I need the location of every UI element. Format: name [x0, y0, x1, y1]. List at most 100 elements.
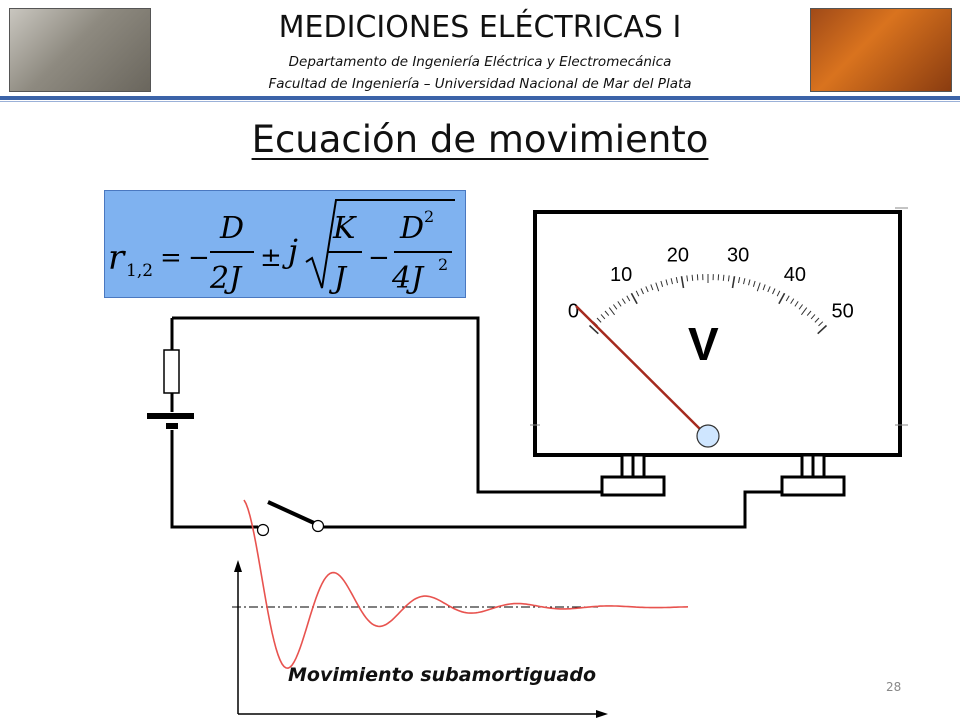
scale-tick — [600, 314, 606, 320]
frac3-denominator-exp: 2 — [438, 255, 448, 274]
meter-needle — [575, 305, 706, 435]
scale-tick — [727, 275, 730, 282]
graph-y-arrow — [234, 560, 242, 572]
underdamped-response-curve — [243, 499, 689, 670]
scale-tick — [748, 279, 751, 286]
meter-scale-labels: 0 10 20 30 40 50 — [568, 245, 854, 323]
frac1-denominator: 2J — [209, 261, 243, 296]
scale-tick — [626, 295, 631, 302]
scale-tick — [778, 292, 786, 305]
scale-tick — [798, 304, 804, 310]
multimeter-photo-right — [810, 8, 952, 92]
needle-pivot — [696, 424, 720, 448]
scale-label: 0 — [568, 301, 579, 323]
meter-scale — [588, 274, 828, 335]
scale-tick — [660, 280, 664, 287]
scale-tick — [722, 274, 725, 281]
scale-tick — [596, 317, 602, 323]
scale-tick — [785, 295, 790, 302]
scale-tick — [731, 276, 736, 289]
scale-tick — [612, 304, 618, 310]
scale-tick — [806, 310, 812, 316]
scale-tick — [817, 324, 828, 335]
scale-tick — [776, 290, 781, 297]
department-subtitle: Departamento de Ingeniería Eléctrica y E… — [288, 54, 672, 70]
formula-lhs-sub: 1,2 — [126, 261, 153, 281]
page-number: 28 — [886, 680, 902, 694]
sqrt-sign — [305, 199, 455, 289]
scale-tick — [801, 307, 808, 316]
scale-tick — [640, 288, 644, 295]
formula-j: j — [282, 232, 298, 270]
slide-title: Ecuación de movimiento — [0, 118, 960, 161]
switch-contact-left — [256, 523, 270, 537]
formula-equals: = — [160, 243, 182, 273]
circuit-wires — [170, 316, 782, 529]
scale-tick — [635, 290, 640, 297]
scale-tick — [738, 277, 741, 284]
scale-tick — [772, 288, 776, 295]
scale-tick — [691, 274, 694, 281]
scale-tick — [608, 307, 615, 316]
slide-title-text: Ecuación de movimiento — [251, 118, 709, 161]
switch-lever — [267, 500, 315, 525]
graph-caption: Movimiento subamortiguado — [288, 664, 597, 686]
frac3-numerator-exp: 2 — [424, 207, 434, 226]
scale-tick — [588, 324, 599, 335]
frac2-denominator: J — [328, 261, 348, 296]
wire-left-bottom — [170, 430, 258, 529]
scale-tick — [604, 310, 610, 316]
switch-contact-right — [311, 519, 325, 533]
formula-plusminus: ± — [260, 243, 282, 273]
scale-tick — [752, 280, 756, 287]
scale-label: 40 — [784, 264, 806, 286]
scale-tick — [810, 314, 816, 320]
scale-label: 10 — [610, 264, 632, 286]
faculty-subtitle: Facultad de Ingeniería – Universidad Nac… — [268, 76, 692, 92]
scale-tick — [767, 286, 771, 293]
terminal-right — [780, 475, 846, 497]
multimeter-photo-left — [9, 8, 151, 92]
graph-x-arrow — [596, 710, 608, 718]
scale-tick — [790, 298, 795, 304]
frac3-denominator: 4J — [391, 261, 425, 296]
scale-tick — [814, 317, 820, 323]
scale-tick — [630, 292, 638, 305]
scale-tick — [655, 282, 660, 292]
frac1-numerator: D — [219, 211, 244, 246]
scale-tick — [675, 277, 678, 284]
scale-tick — [621, 298, 626, 304]
scale-tick — [756, 282, 761, 292]
header-rule-thin — [0, 101, 960, 102]
scale-tick — [680, 276, 685, 289]
scale-label: 50 — [831, 301, 853, 323]
scale-tick — [617, 301, 622, 307]
formula-minus: − — [188, 243, 210, 273]
meter-housing — [533, 210, 902, 457]
formula-expression: r 1,2 = − D 2J ± j K J − D 2 4J 2 — [108, 199, 455, 296]
resistor — [163, 349, 180, 394]
formula-lhs: r — [108, 238, 126, 278]
frac2-numerator: K — [332, 211, 357, 246]
scale-label: 30 — [727, 245, 749, 267]
scale-label: 20 — [667, 245, 689, 267]
header-rule — [0, 96, 960, 100]
wire-top-to-terminal — [172, 316, 602, 494]
wire-switch-to-terminal — [322, 490, 782, 529]
scale-tick — [762, 284, 766, 291]
course-title: MEDICIONES ELÉCTRICAS I — [278, 10, 682, 45]
scale-tick — [670, 278, 673, 285]
unit-symbol: V — [688, 318, 719, 370]
scale-tick — [645, 286, 649, 293]
formula-box — [104, 190, 466, 298]
scale-tick — [818, 321, 824, 327]
scale-tick — [665, 279, 668, 286]
scale-tick — [743, 278, 746, 285]
terminal-left — [600, 475, 666, 497]
scale-tick — [686, 275, 689, 282]
scale-tick — [794, 301, 799, 307]
scale-tick — [650, 284, 654, 291]
formula-minus-2: − — [368, 243, 390, 273]
frac3-numerator: D — [399, 211, 424, 246]
